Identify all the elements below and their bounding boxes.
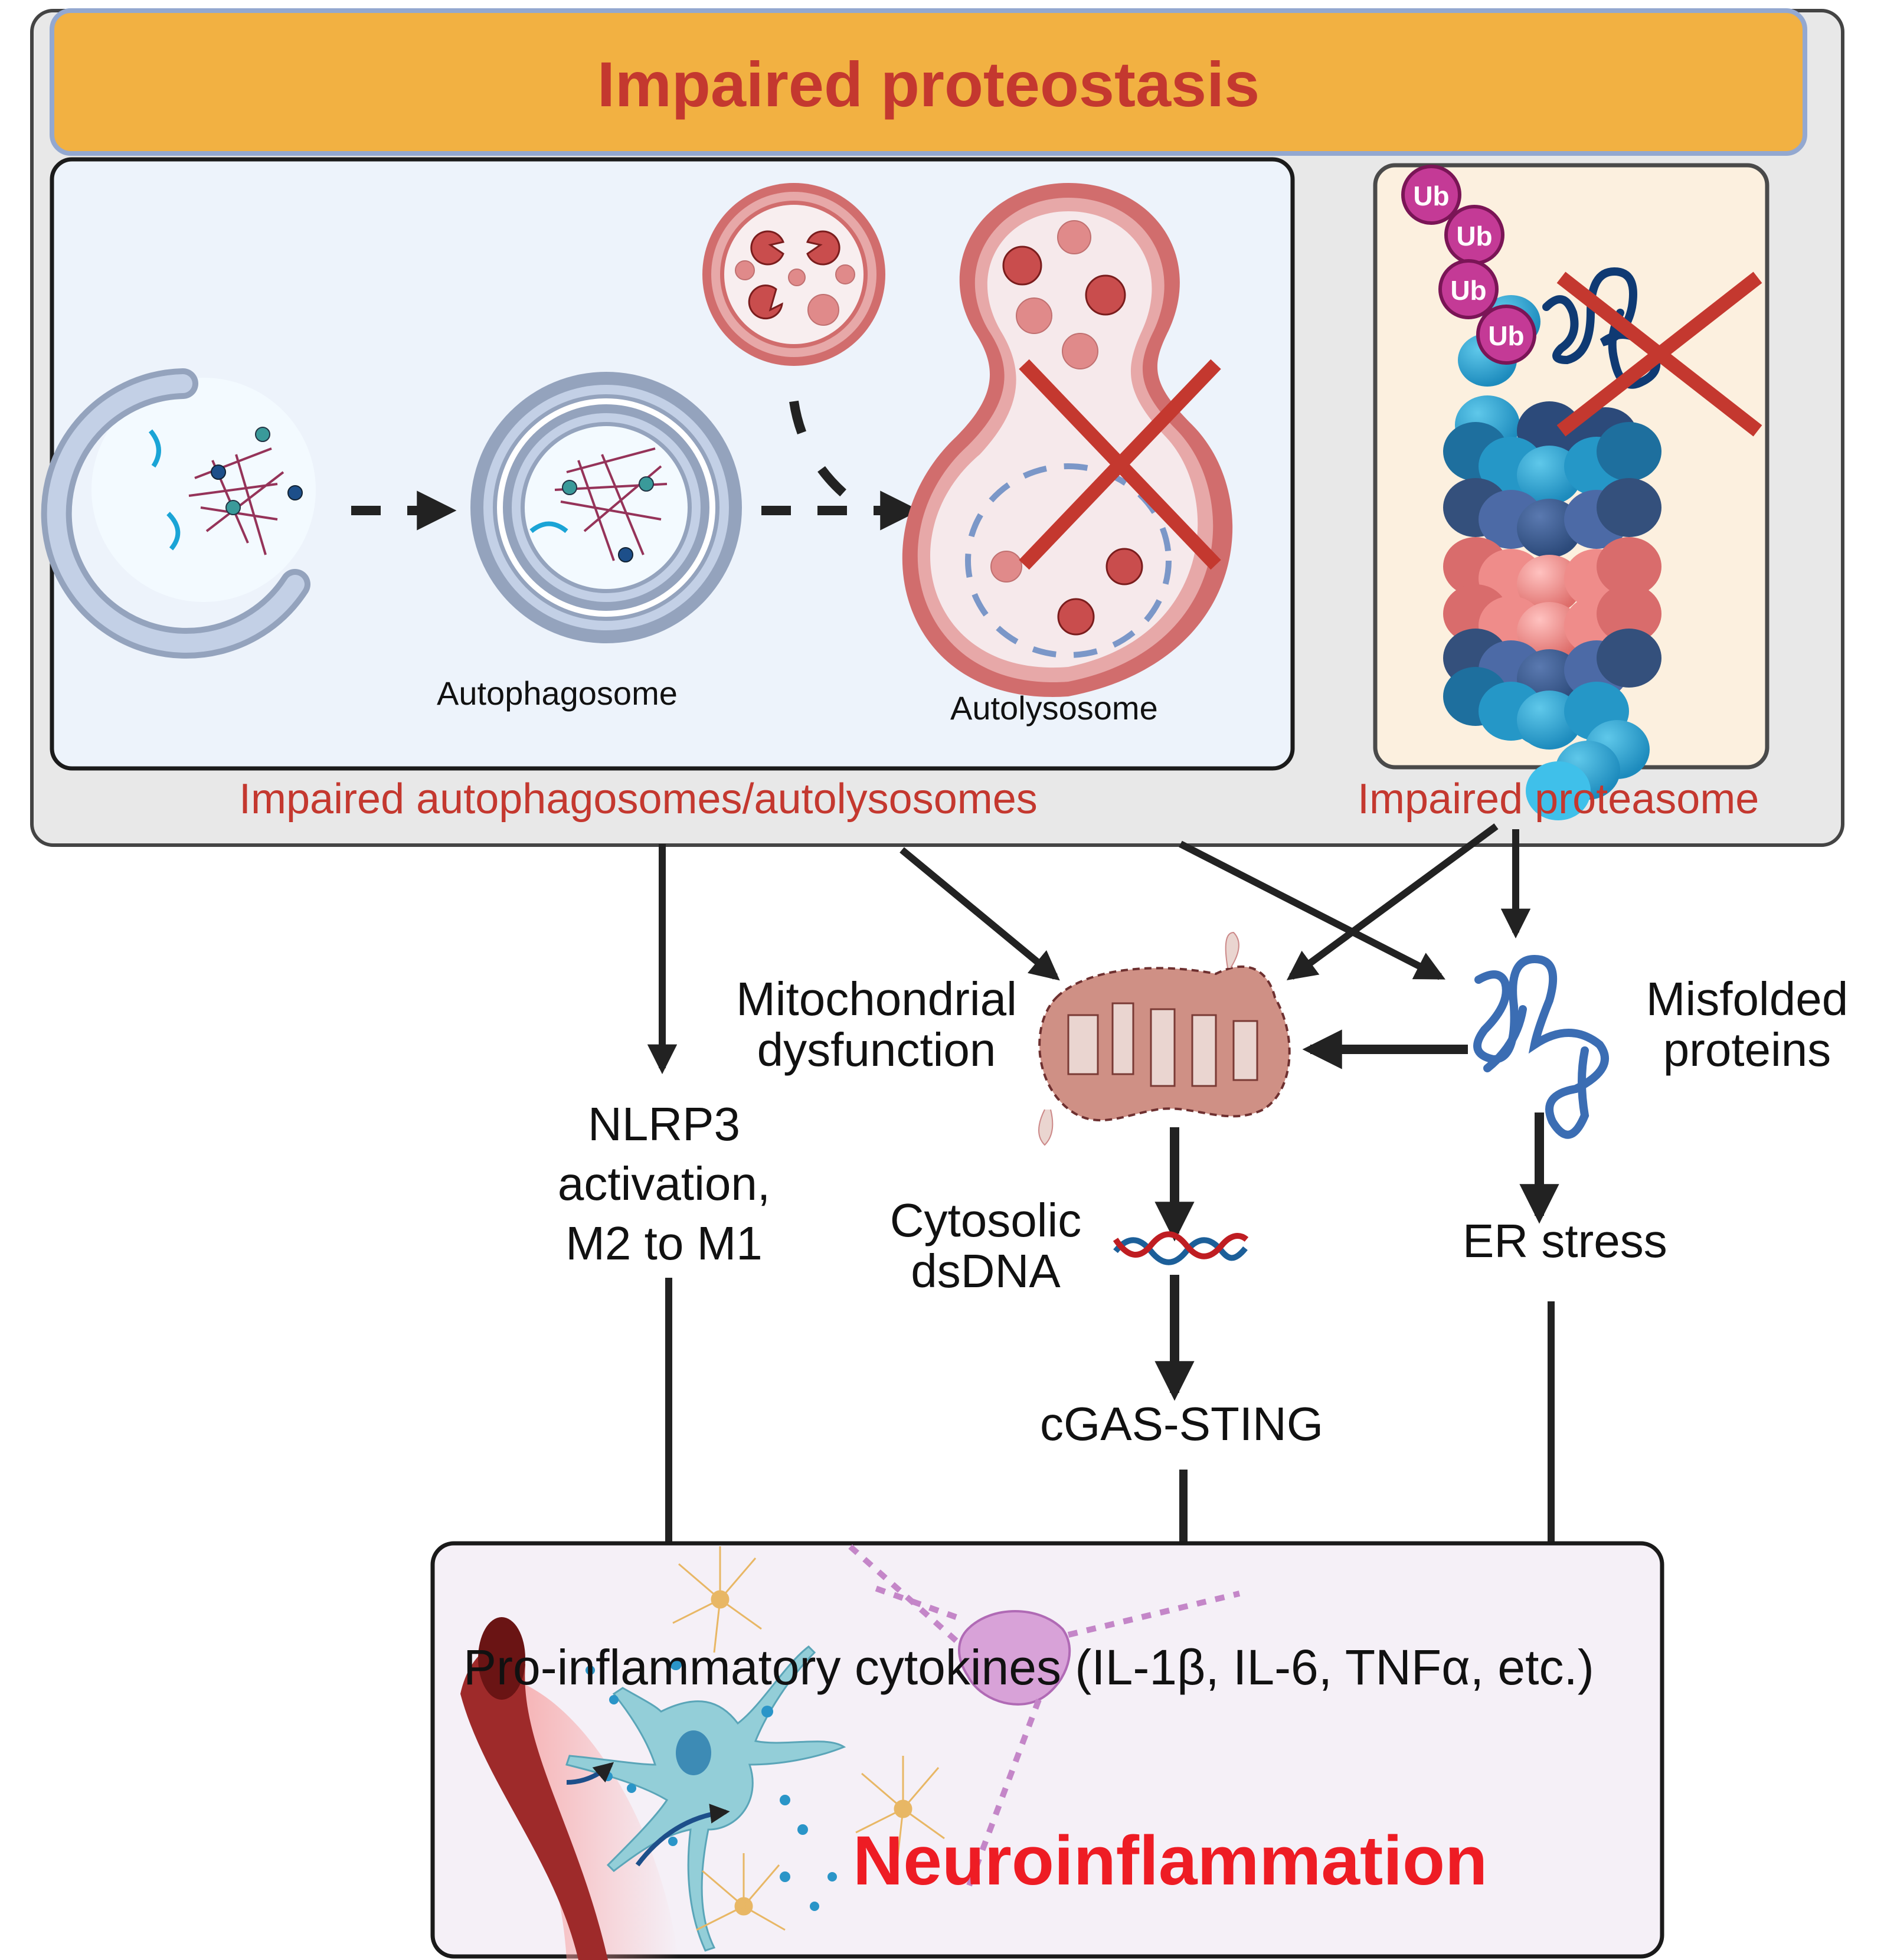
proteasome-caption: Impaired proteasome bbox=[1358, 776, 1759, 823]
misfolded-label-line2: proteins bbox=[1663, 1023, 1831, 1076]
ubiquitin-4: Ub bbox=[1476, 305, 1536, 365]
autophagosome-label: Autophagosome bbox=[437, 675, 678, 712]
ubiquitin-1: Ub bbox=[1401, 165, 1461, 225]
blood-vessel-icon bbox=[460, 1617, 679, 1960]
er-stress-label: ER stress bbox=[1463, 1215, 1667, 1267]
dashed-arrow-lysosome bbox=[789, 400, 853, 503]
astrocyte-3 bbox=[696, 1853, 786, 1931]
nlrp3-label-line3: M2 to M1 bbox=[565, 1216, 763, 1269]
figure-title: Impaired proteostasis bbox=[597, 48, 1260, 120]
misfolded-label: Misfolded proteins bbox=[1629, 973, 1865, 1076]
svg-text:Ub: Ub bbox=[1488, 320, 1524, 351]
mito-label-line1: Mitochondrial bbox=[736, 973, 1017, 1025]
autolysosome-icon bbox=[902, 183, 1233, 697]
migration-arrows bbox=[566, 1762, 730, 1867]
blocked-x-icon-proteasome bbox=[1556, 271, 1762, 437]
misfolded-protein-icon bbox=[1473, 954, 1609, 1139]
neuron-icon bbox=[848, 1544, 1241, 1890]
arrow-proteasome-to-mito bbox=[1286, 823, 1499, 980]
phagophore-icon bbox=[41, 368, 316, 659]
autophagy-caption: Impaired autophagosomes/autolysosomes bbox=[239, 776, 1038, 823]
mito-label: Mitochondrial dysfunction bbox=[708, 973, 1045, 1076]
ubiquitin-2: Ub bbox=[1444, 205, 1504, 265]
nlrp3-label-line1: NLRP3 bbox=[588, 1098, 740, 1150]
nlrp3-label: NLRP3 activation, M2 to M1 bbox=[508, 1095, 820, 1273]
dsdna-label-line2: dsDNA bbox=[911, 1245, 1061, 1298]
mito-label-line2: dysfunction bbox=[757, 1023, 996, 1076]
mitochondrion-icon bbox=[1038, 931, 1291, 1146]
autophagosome-icon bbox=[470, 372, 742, 643]
svg-text:Ub: Ub bbox=[1450, 275, 1486, 306]
cytokines-label: Pro-inflammatory cytokines (IL-1β, IL-6,… bbox=[463, 1640, 1594, 1695]
dsdna-label-line1: Cytosolic bbox=[889, 1194, 1082, 1246]
astrocyte-icons bbox=[672, 1546, 945, 1931]
astrocyte-2 bbox=[855, 1756, 945, 1863]
neuroinflammation-panel bbox=[430, 1541, 1664, 1959]
arrow-autophagy-to-misfolded bbox=[1179, 840, 1445, 980]
ubiquitin-chain: Ub Ub Ub Ub bbox=[1401, 165, 1536, 365]
misfolded-label-line1: Misfolded bbox=[1646, 973, 1849, 1025]
ubiquitin-3: Ub bbox=[1438, 259, 1499, 319]
astrocyte-1 bbox=[672, 1546, 762, 1653]
proteasome-icon: Ub Ub Ub Ub bbox=[1401, 165, 1661, 820]
neuroinflammation-title: Neuroinflammation bbox=[853, 1822, 1488, 1900]
svg-text:Ub: Ub bbox=[1456, 221, 1492, 251]
nlrp3-label-line2: activation, bbox=[557, 1157, 771, 1210]
title-banner bbox=[50, 8, 1807, 156]
dsdna-label: Cytosolic dsDNA bbox=[862, 1195, 1110, 1297]
proteasome-cylinder bbox=[1443, 295, 1661, 820]
blocked-x-icon bbox=[1019, 359, 1221, 570]
microglia-icon bbox=[565, 1645, 846, 1952]
dsdna-icon bbox=[1113, 1231, 1249, 1265]
arrow-autophagy-to-mito bbox=[900, 847, 1060, 981]
svg-text:Ub: Ub bbox=[1413, 181, 1449, 211]
lysosome-icon bbox=[702, 183, 885, 366]
autolysosome-label: Autolysosome bbox=[950, 689, 1158, 727]
cgas-sting-label: cGAS-STING bbox=[1040, 1398, 1324, 1450]
